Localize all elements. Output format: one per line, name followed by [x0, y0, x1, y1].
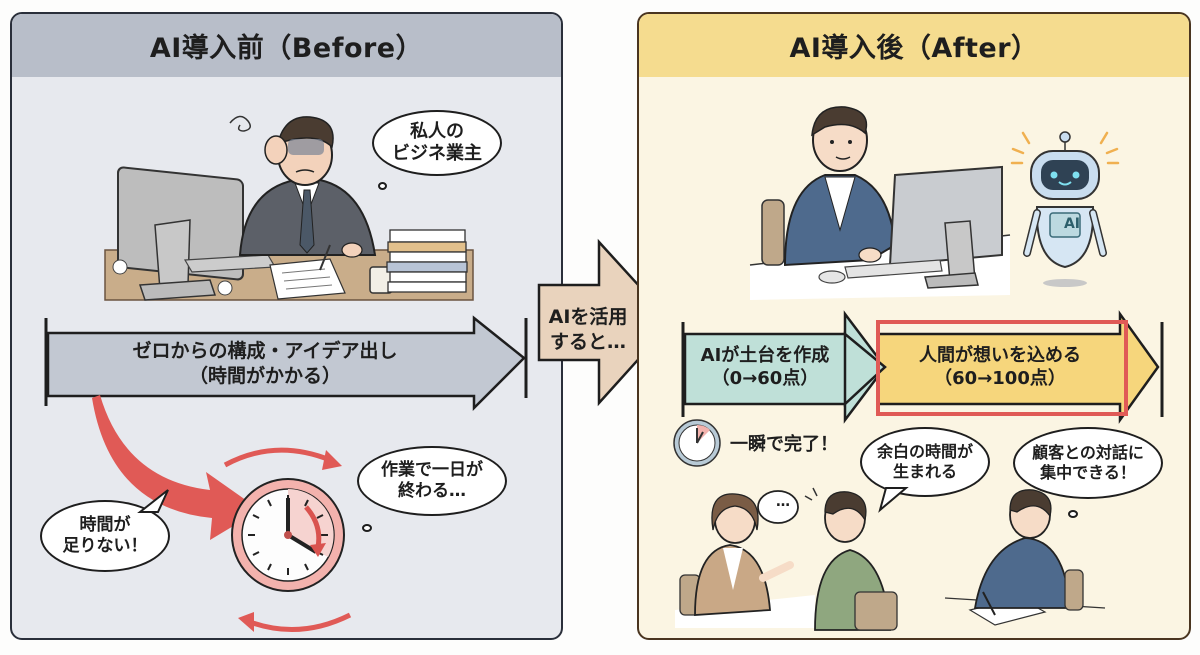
robot-ai-label: AI — [1063, 216, 1081, 232]
bubble-tail — [878, 487, 909, 513]
document-stack-icon — [386, 229, 468, 293]
day-ends-thought-bubble: 作業で一日が 終わる… — [357, 446, 507, 516]
free-time-bubble: 余白の時間が 生まれる — [860, 427, 990, 497]
human-step-label: 人間が想いを込める （60→100点） — [919, 344, 1081, 389]
highlight-frame — [876, 320, 1128, 416]
transition-arrow — [537, 238, 674, 407]
rotate-arrow-icon — [223, 447, 331, 468]
business-owner-figure — [814, 491, 898, 631]
customer-meeting-illustration — [675, 487, 1106, 631]
customer-focus-bubble: 顧客との対話に 集中できる！ — [1013, 427, 1163, 499]
clock-icon — [231, 478, 345, 592]
instant-complete-text: 一瞬で完了！ — [730, 434, 838, 455]
ai-step-arrow — [683, 310, 887, 424]
stressed-man-figure — [238, 116, 377, 258]
calm-man-figure — [783, 106, 897, 267]
dizzy-swirl-icon — [229, 115, 251, 132]
transition-label: AIを活用 すると… — [548, 306, 628, 353]
bubble-tail — [137, 489, 169, 513]
time-loss-arrow-and-clock — [92, 395, 352, 632]
keyboard-icon — [844, 259, 943, 279]
after-title: AI導入後（After） — [639, 14, 1189, 77]
small-clock-icon — [673, 419, 721, 467]
before-title: AI導入前（Before） — [12, 14, 561, 77]
stressed-worker-illustration — [104, 115, 474, 301]
ellipsis-speech-bubble — [757, 490, 799, 524]
human-step-arrow — [876, 310, 1160, 424]
before-process-label: ゼロからの構成・アイデア出し （時間がかかる） — [132, 340, 398, 387]
mouse-icon — [818, 270, 846, 284]
before-process-arrow — [44, 315, 528, 412]
thought-dot — [1068, 510, 1078, 518]
red-curved-arrow-icon — [92, 395, 260, 540]
after-process-arrows — [681, 310, 1164, 424]
monitor-icon — [888, 165, 1003, 289]
crumpled-paper-icon — [217, 280, 233, 296]
owner-thought-bubble: 私人の ビジネ業主 — [372, 110, 502, 176]
thought-dot — [378, 182, 387, 190]
ai-robot-icon — [1010, 131, 1120, 287]
thought-dot — [362, 524, 372, 532]
client-woman-figure — [679, 493, 794, 616]
ai-step-label: AIが土台を作成 （0→60点） — [700, 344, 830, 389]
calm-worker-illustration — [749, 106, 1120, 300]
ellipsis-text: … — [776, 494, 790, 510]
thinking-man-figure — [944, 489, 1106, 626]
monitor-icon — [117, 166, 244, 301]
